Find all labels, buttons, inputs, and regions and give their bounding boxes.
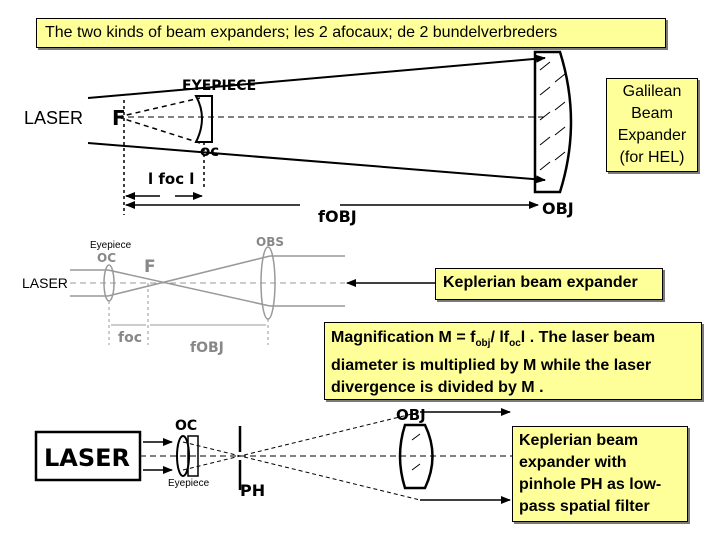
pinhole-diagram <box>34 408 515 504</box>
focus-label: F <box>112 106 126 130</box>
p-ray-cross-2 <box>182 411 421 471</box>
oc-label: oc <box>200 142 219 160</box>
k-obs-label: OBS <box>256 235 284 249</box>
p-ph-label: PH <box>240 481 265 500</box>
p-eyepiece-mount <box>187 435 199 477</box>
laser-source-text: LASER <box>44 444 130 472</box>
objective-lens <box>533 50 573 194</box>
beam-ray-top <box>87 54 546 99</box>
k-fobj-label: fOBJ <box>190 340 224 356</box>
keplerian-laser-label: LASER <box>22 275 68 291</box>
lens-hatching <box>539 61 566 171</box>
virtual-ray-bottom <box>117 116 201 144</box>
p-eyepiece-lens <box>176 435 190 477</box>
k-foc-label: foc <box>118 330 142 346</box>
k-ray-cross-1 <box>107 269 271 307</box>
p-objective-lens <box>398 423 434 490</box>
keplerian-box-text: Keplerian beam expander <box>443 274 638 291</box>
galilean-diagram <box>87 50 573 215</box>
title-box: The two kinds of beam expanders; les 2 a… <box>36 18 666 48</box>
foc-label: l foc l <box>148 170 194 188</box>
title: The two kinds of beam expanders; les 2 a… <box>45 24 558 41</box>
beam-ray-bottom <box>87 142 546 184</box>
galilean-box: Galilean Beam Expander (for HEL) <box>606 78 698 172</box>
keplerian-box: Keplerian beam expander <box>435 268 663 300</box>
magnification-line-1: Magnification M = fobj/ lfocl . The lase… <box>331 329 656 350</box>
magnification-line-3: divergence is divided by M . <box>331 379 544 397</box>
keplerian-eyepiece-label: Eyepiece <box>90 240 132 251</box>
magnification-line-2: diameter is multiplied by M while the la… <box>331 357 652 375</box>
virtual-ray-top <box>117 97 201 118</box>
pinhole-box-line: pinhole PH as low- <box>519 476 662 493</box>
pinhole-eyepiece-label: Eyepiece <box>168 478 210 489</box>
galilean-box-line: Galilean <box>622 83 682 100</box>
eyepiece-text: EYEPIECE <box>182 78 256 94</box>
obj-label: OBJ <box>542 199 574 218</box>
galilean-box-line: (for HEL) <box>619 149 685 166</box>
p-oc-label: OC <box>175 418 197 434</box>
pinhole-box-line: pass spatial filter <box>519 498 650 515</box>
galilean-box-line: Expander <box>617 127 687 144</box>
k-focus-label: F <box>144 257 156 277</box>
p-obj-label: OBJ <box>396 406 426 424</box>
k-ray-cross-2 <box>107 255 271 297</box>
magnification-box: Magnification M = fobj/ lfocl . The lase… <box>324 322 702 400</box>
pinhole-box-line: expander with <box>519 454 627 471</box>
eyepiece-lens <box>194 95 213 143</box>
pinhole-box: Keplerian beam expander with pinhole PH … <box>512 426 688 522</box>
galilean-box-line: Beam <box>631 105 673 122</box>
p-ray-cross-1 <box>182 441 421 501</box>
pinhole-box-line: Keplerian beam <box>519 432 639 449</box>
galilean-laser-label: LASER <box>24 108 84 128</box>
fobj-label: fOBJ <box>318 207 357 226</box>
k-oc-label: OC <box>97 251 116 265</box>
keplerian-diagram <box>70 246 345 345</box>
